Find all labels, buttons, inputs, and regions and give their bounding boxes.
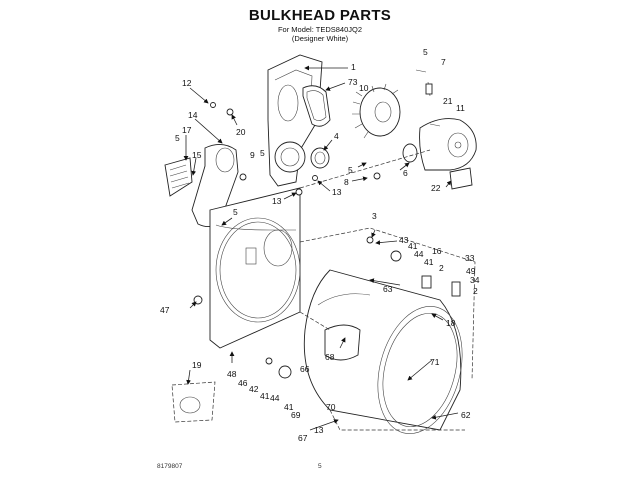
- blower-wheel-part: [352, 83, 401, 139]
- bearing-part: [402, 143, 418, 163]
- plate-part: [449, 167, 473, 190]
- model-line: For Model: TEDS840JQ2: [277, 25, 363, 34]
- page-number: 5: [318, 463, 322, 470]
- page-title: BULKHEAD PARTS: [248, 7, 392, 24]
- front-panel-part: [209, 187, 301, 349]
- vent-grille-part: [164, 157, 193, 197]
- heater-box: [171, 381, 216, 423]
- color-line: (Designer White): [291, 34, 349, 43]
- seal-part: [310, 147, 330, 169]
- blower-housing-part: [419, 118, 477, 171]
- dryer-drum-part: [303, 269, 463, 434]
- document-number: 8179807: [157, 463, 183, 470]
